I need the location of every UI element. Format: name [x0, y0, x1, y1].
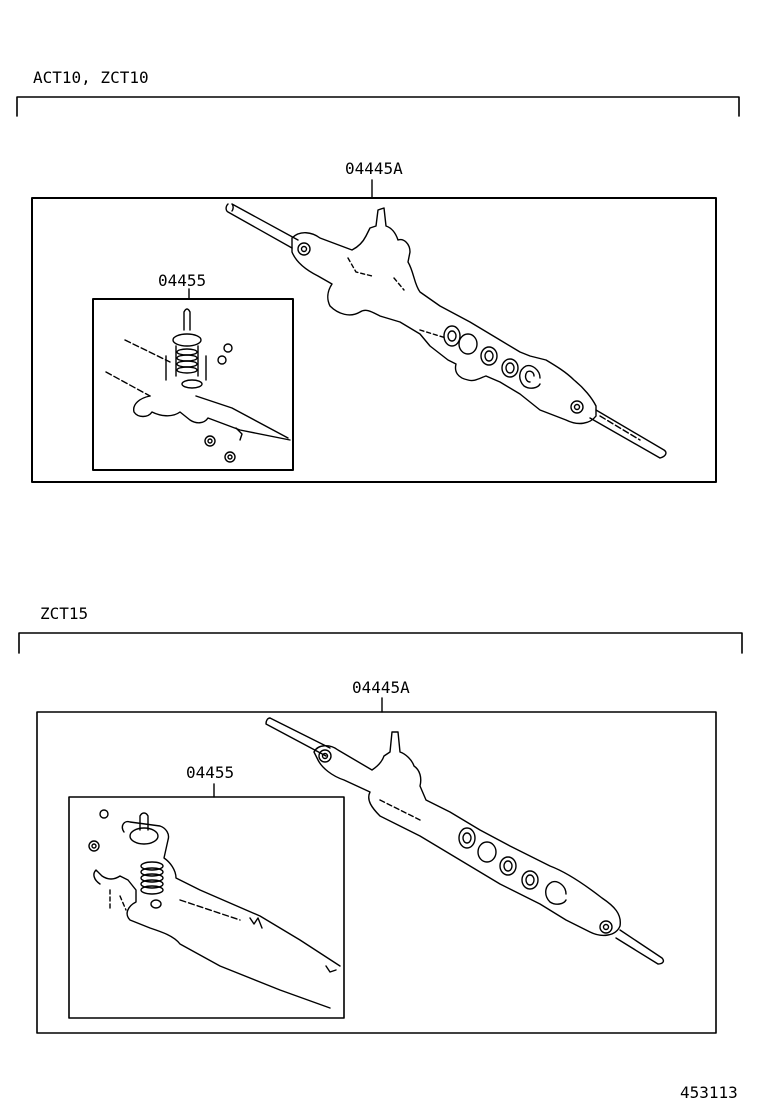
part-number-04455-bottom: 04455: [186, 763, 235, 782]
part-number-04455-top: 04455: [158, 271, 207, 290]
variant-label-act10-zct10: ACT10, ZCT10: [33, 68, 149, 87]
part-number-04445a-top: 04445A: [345, 159, 403, 178]
assembly-frame-bottom: [36, 711, 717, 1034]
section-bracket-top: [16, 96, 740, 117]
part-number-04445a-bottom: 04445A: [352, 678, 410, 697]
subkit-frame-top: [92, 298, 294, 471]
figure-number: 453113: [680, 1083, 738, 1102]
steering-rack-bottom: [265, 717, 665, 965]
subkit-parts-bottom: [88, 809, 341, 1009]
assembly-frame-top: [31, 197, 717, 483]
variant-label-zct15: ZCT15: [40, 604, 89, 623]
subkit-frame-bottom: [68, 796, 345, 1019]
steering-rack-top: [225, 203, 667, 459]
subkit-parts-top: [105, 308, 291, 463]
section-bracket-bottom: [18, 632, 743, 654]
